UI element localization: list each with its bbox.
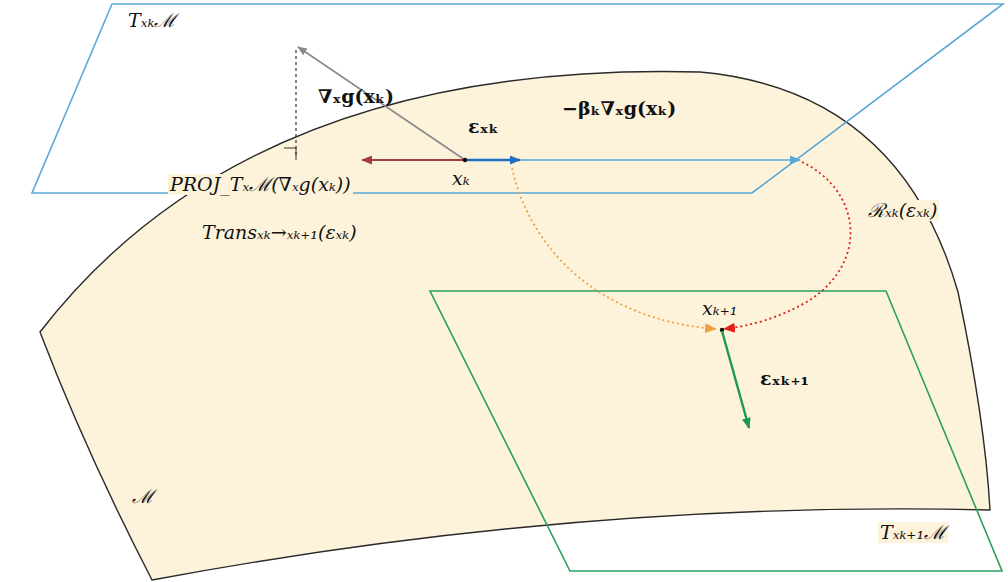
- gradient-label: ∇ₓg(xₖ): [318, 86, 394, 107]
- projection-line: [295, 50, 296, 158]
- direction-arrow: [465, 159, 520, 161]
- step-arrow: [465, 159, 800, 160]
- direction-label: εₓₖ₊₁: [758, 368, 811, 389]
- projection-label: PROJ_Tₓℳ(∇ₓg(xₖ)): [168, 174, 353, 195]
- transport-curve: [512, 168, 716, 329]
- retraction-curve: [724, 162, 851, 329]
- point-label: xₖ: [452, 168, 470, 189]
- right-angle-mark: [284, 148, 296, 160]
- projection-arrow: [362, 159, 465, 161]
- plane-label: Tₓₖℳ: [128, 10, 176, 31]
- retraction-label: ℛₓₖ(εₓₖ): [866, 200, 939, 221]
- transported-arrow: [722, 331, 749, 428]
- manifold-label: ℳ: [132, 486, 154, 507]
- tangent-plane: [32, 4, 1003, 193]
- transport-label: Transₓₖ→ₓₖ₊₁(εₓₖ): [200, 222, 359, 243]
- direction-label: εₓₖ: [468, 116, 499, 137]
- point-label: xₖ₊₁: [700, 298, 739, 319]
- gradient-arrow: [298, 47, 465, 160]
- plane-label: Tₓₖ₊₁ℳ: [878, 522, 948, 543]
- step-label: −βₖ∇ₓg(xₖ): [562, 98, 676, 119]
- manifold-surface: [40, 71, 990, 580]
- tangent-plane: [430, 291, 1002, 571]
- point: [463, 158, 467, 162]
